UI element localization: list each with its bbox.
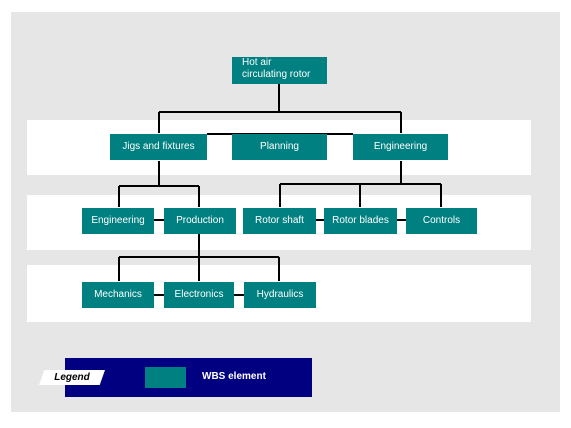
wbs-node-label: circulating rotor: [242, 69, 311, 80]
wbs-node-hydraulics[interactable]: Hydraulics: [244, 282, 316, 308]
wbs-node-electronics[interactable]: Electronics: [164, 282, 234, 308]
wbs-node-engineering-sub[interactable]: Engineering: [82, 208, 154, 234]
wbs-node-production[interactable]: Production: [164, 208, 236, 234]
wbs-node-label: Planning: [260, 141, 299, 152]
wbs-node-label: Electronics: [174, 289, 224, 300]
wbs-node-label: Production: [176, 215, 224, 226]
legend-panel: Legend WBS element: [39, 358, 312, 397]
connector-production: [118, 234, 280, 281]
wbs-node-label: Mechanics: [94, 289, 142, 300]
wbs-node-label: Engineering: [91, 215, 145, 226]
wbs-node-jigs-and-fixtures[interactable]: Jigs and fixtures: [110, 134, 207, 160]
wbs-node-label: Jigs and fixtures: [122, 141, 195, 152]
wbs-node-label: Engineering: [373, 141, 428, 152]
connector-jigs: [118, 161, 200, 207]
wbs-node-controls[interactable]: Controls: [406, 208, 477, 234]
wbs-node-engineering[interactable]: Engineering: [353, 134, 448, 160]
wbs-node-rotor-blades[interactable]: Rotor blades: [324, 208, 397, 234]
wbs-node-rotor-shaft[interactable]: Rotor shaft: [243, 208, 316, 234]
legend-swatch: [145, 367, 186, 388]
connector-engineering: [279, 161, 442, 207]
legend-entry-label: WBS element: [202, 371, 266, 382]
wbs-node-label: Hot air: [242, 57, 272, 68]
connector-root: [158, 84, 402, 133]
wbs-node-planning[interactable]: Planning: [232, 134, 327, 160]
wbs-node-label: Hydraulics: [256, 289, 304, 300]
legend-tag: Legend: [39, 370, 105, 385]
wbs-node-label: Rotor blades: [332, 215, 389, 226]
wbs-node-root[interactable]: Hot air circulating rotor: [232, 57, 327, 84]
wbs-node-label: Rotor shaft: [255, 215, 304, 226]
wbs-node-mechanics[interactable]: Mechanics: [82, 282, 154, 308]
wbs-node-label: Controls: [422, 215, 461, 226]
